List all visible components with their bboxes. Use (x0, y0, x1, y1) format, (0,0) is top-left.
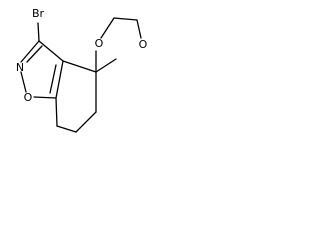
bond-ch2-o2 (136, 19, 142, 39)
bond-c7-c7a (55, 97, 58, 127)
bond-c7a-c3a-outer (55, 60, 64, 99)
bond-c7a-c3a-inner (49, 64, 57, 94)
bond-ch2-ch2 (113, 17, 138, 21)
atom-label-n: N (16, 61, 24, 74)
bond-c5-c6 (75, 111, 97, 133)
atom-label-o-ring: O (24, 91, 33, 104)
bond-c3-n-double-inner (26, 45, 43, 63)
bond-br-c3 (37, 22, 40, 42)
bond-n-o (20, 71, 27, 93)
bond-c6-c7 (56, 125, 77, 133)
bond-c3-n-double-outer (20, 40, 40, 63)
chemical-structure-diagram: Br N O O O (16, 7, 148, 133)
bond-o1-ch2 (100, 17, 115, 39)
bond-o-c7a (33, 96, 57, 99)
atom-label-o-dioxolane-1: O (95, 37, 104, 50)
bond-c3-c3a (38, 40, 64, 62)
atom-label-br: Br (32, 7, 45, 20)
atom-label-o-dioxolane-2: O (139, 38, 148, 51)
bond-c3a-c4 (62, 60, 97, 73)
bond-c4-o2 (95, 58, 117, 73)
bond-lines (20, 17, 142, 133)
atom-labels: Br N O O O (16, 7, 148, 104)
